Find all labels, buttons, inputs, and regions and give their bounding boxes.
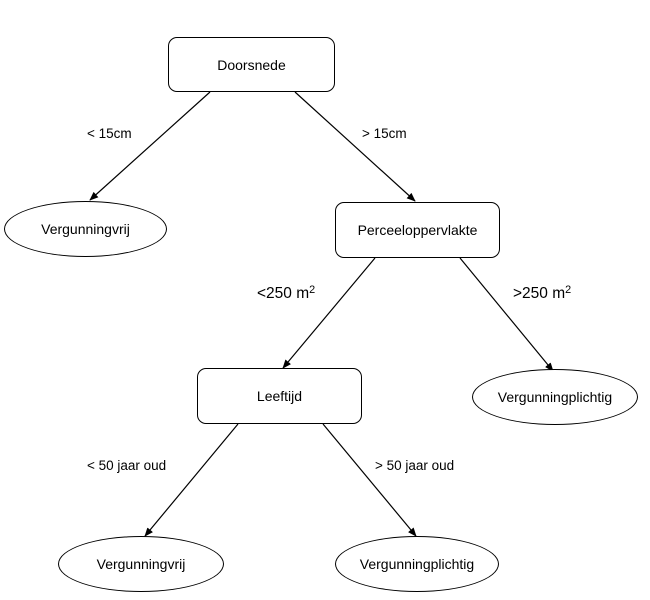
node-vergunningvrij-top-label: Vergunningvrij bbox=[41, 221, 130, 237]
node-vergunningplichtig-bottom[interactable]: Vergunningplichtig bbox=[335, 536, 499, 592]
node-vergunningvrij-bottom[interactable]: Vergunningvrij bbox=[58, 536, 224, 592]
edge-label-lt250-text: <250 m bbox=[257, 285, 310, 302]
edge-label-gt15: > 15cm bbox=[362, 126, 407, 141]
edge-doorsnede-perceeloppervlakte bbox=[294, 91, 416, 202]
edge-label-lt250: <250 m2 bbox=[257, 284, 316, 302]
node-doorsnede-label: Doorsnede bbox=[217, 56, 286, 73]
edge-label-gt250: >250 m2 bbox=[513, 284, 572, 302]
edge-label-lt50: < 50 jaar oud bbox=[87, 458, 167, 473]
edge-label-lt15: < 15cm bbox=[87, 126, 132, 141]
edge-label-lt250-sup: 2 bbox=[309, 284, 316, 297]
node-vergunningplichtig-bottom-label: Vergunningplichtig bbox=[359, 556, 475, 572]
node-leeftijd[interactable]: Leeftijd bbox=[197, 368, 362, 424]
edge-perceeloppervlakte-vergunningplichtig bbox=[459, 257, 554, 372]
edge-label-gt250-sup: 2 bbox=[565, 284, 572, 297]
edge-perceeloppervlakte-leeftijd bbox=[282, 257, 376, 369]
edge-leeftijd-vergunningvrij bbox=[144, 423, 239, 537]
edge-leeftijd-vergunningplichtig bbox=[322, 423, 417, 537]
node-doorsnede[interactable]: Doorsnede bbox=[168, 37, 335, 92]
node-vergunningvrij-bottom-label: Vergunningvrij bbox=[96, 556, 186, 572]
node-vergunningplichtig-mid[interactable]: Vergunningplichtig bbox=[472, 369, 638, 425]
node-vergunningplichtig-mid-label: Vergunningplichtig bbox=[497, 389, 613, 405]
edge-doorsnede-vergunningvrij bbox=[89, 91, 211, 201]
node-perceeloppervlakte[interactable]: Perceeloppervlakte bbox=[335, 202, 500, 258]
node-vergunningvrij-top[interactable]: Vergunningvrij bbox=[4, 201, 167, 257]
edge-label-gt250-text: >250 m bbox=[513, 285, 566, 302]
node-leeftijd-label: Leeftijd bbox=[256, 388, 303, 404]
node-perceeloppervlakte-label: Perceeloppervlakte bbox=[357, 222, 478, 238]
edge-label-gt50: > 50 jaar oud bbox=[375, 458, 455, 473]
